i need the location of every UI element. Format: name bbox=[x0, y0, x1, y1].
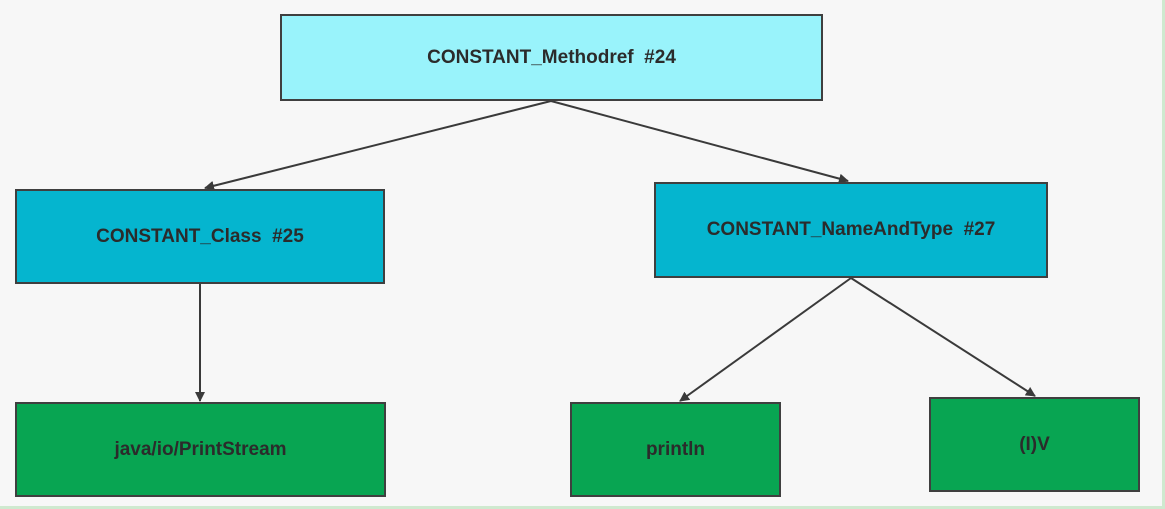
edge-root-to-class bbox=[204, 100, 552, 191]
node-label: java/io/PrintStream bbox=[114, 438, 287, 460]
node-printstream: java/io/PrintStream bbox=[15, 402, 386, 497]
node-label: CONSTANT_Class #25 bbox=[96, 225, 304, 247]
edge-nat-to-iv bbox=[850, 277, 1036, 397]
node-label: println bbox=[645, 438, 706, 460]
node-label: CONSTANT_Methodref #24 bbox=[427, 46, 676, 68]
node-constant-class: CONSTANT_Class #25 bbox=[15, 189, 385, 284]
node-label: CONSTANT_NameAndType #27 bbox=[706, 219, 996, 240]
node-println: println bbox=[570, 402, 781, 497]
node-label: (I)V bbox=[1019, 433, 1050, 455]
node-descriptor: (I)V bbox=[929, 397, 1140, 492]
node-constant-nameandtype: CONSTANT_NameAndType #27 bbox=[654, 182, 1048, 278]
node-constant-methodref: CONSTANT_Methodref #24 bbox=[280, 14, 823, 101]
edge-root-to-nat bbox=[550, 100, 849, 184]
edge-nat-to-println bbox=[679, 277, 852, 402]
